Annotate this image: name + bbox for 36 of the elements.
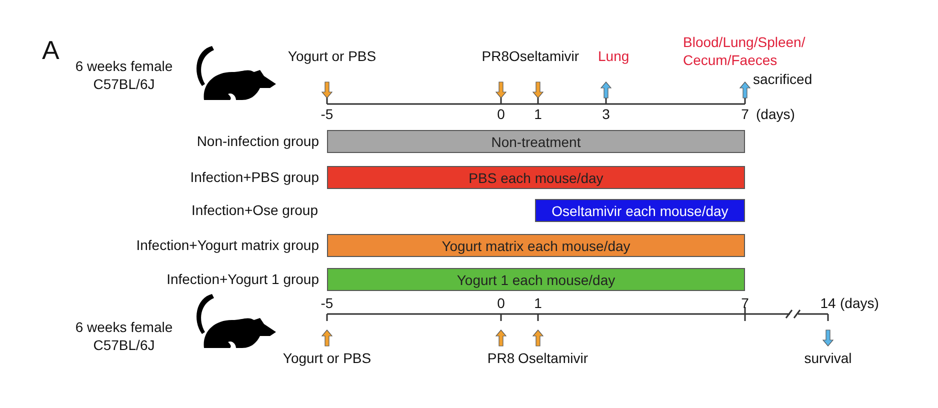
group-label: Infection+Yogurt matrix group [136, 237, 319, 253]
bar-label: Non-treatment [491, 134, 581, 150]
bar-label: Yogurt 1 each mouse/day [456, 272, 616, 288]
tick-label: 7 [741, 106, 749, 123]
tick-label: 14 [820, 295, 836, 312]
infection-label: PR8 [482, 48, 509, 65]
mouse-strain-label: 6 weeks female C57BL/6J [74, 57, 174, 93]
tick-label: 7 [741, 295, 749, 312]
panel-letter: A [42, 36, 60, 64]
sampling-label: Blood/Lung/Spleen/ Cecum/Faeces [683, 33, 806, 69]
outcome-label: survival [804, 350, 852, 367]
treatment-label: Oseltamivir [518, 350, 588, 367]
mouse-strain-label: 6 weeks female C57BL/6J [74, 318, 174, 354]
bar-label: Yogurt matrix each mouse/day [442, 238, 630, 254]
treatment-label: Yogurt or PBS [288, 48, 376, 65]
group-label: Non-infection group [196, 133, 319, 149]
note-label: sacrificed [753, 71, 812, 88]
tick-label: -5 [320, 295, 334, 312]
treatment-bar [535, 199, 745, 222]
treatment-label: Yogurt or PBS [282, 350, 372, 367]
treatment-label: Oseltamivir [509, 48, 580, 65]
tick-label: 1 [534, 295, 542, 312]
tick-label: 3 [602, 106, 610, 123]
tick-label: 0 [497, 295, 505, 312]
tick-label: -5 [320, 106, 334, 123]
axis-unit: (days) [756, 106, 795, 123]
bar-label: PBS each mouse/day [468, 170, 604, 186]
axis-unit: (days) [840, 295, 879, 312]
sampling-label: Lung [598, 48, 630, 65]
group-label: Infection+PBS group [190, 169, 319, 185]
group-label: Infection+Yogurt 1 group [166, 271, 319, 287]
bar-label: Oseltamivir each mouse/day [552, 202, 728, 218]
tick-label: 1 [534, 106, 542, 123]
tick-label: 0 [497, 106, 505, 123]
group-label: Infection+Ose group [192, 202, 318, 219]
infection-label: PR8 [487, 350, 515, 367]
